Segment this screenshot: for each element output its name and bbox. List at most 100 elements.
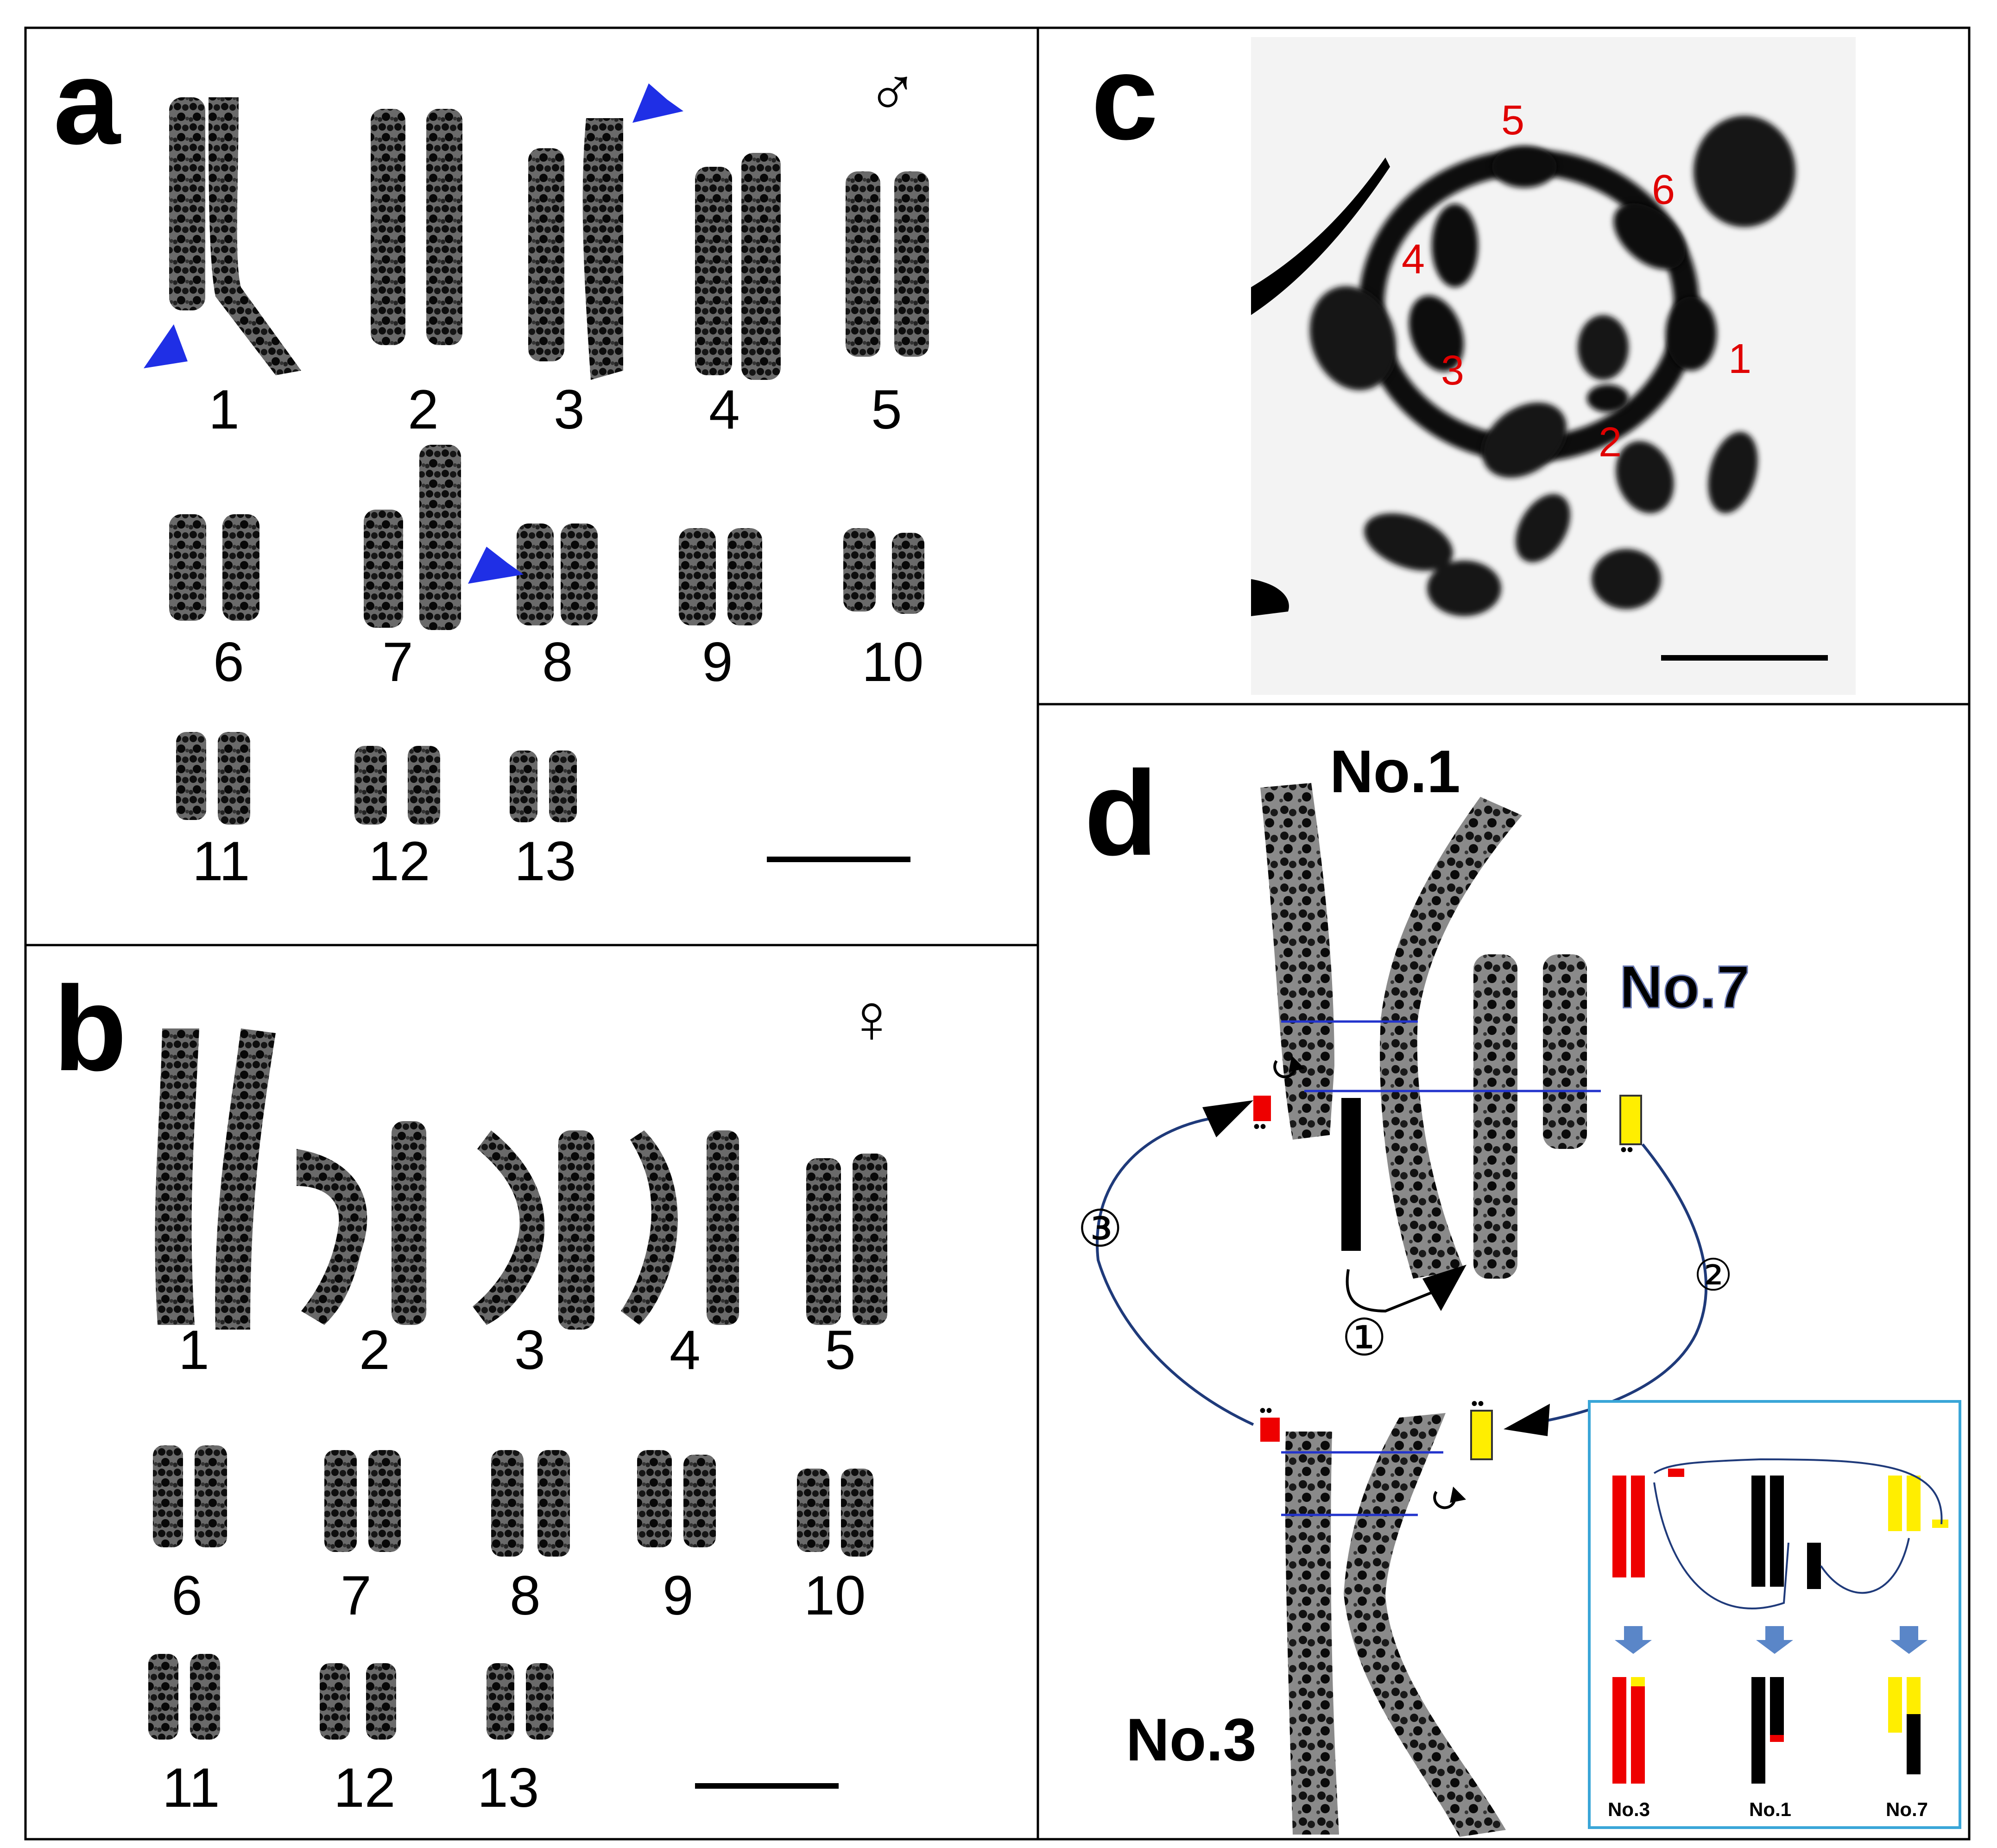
step1-arrow bbox=[1346, 1269, 1433, 1313]
chr1-label: No.1 bbox=[1330, 738, 1460, 805]
chromosome-number: 8 bbox=[542, 631, 573, 693]
yellow-segment bbox=[1470, 1410, 1493, 1460]
chromosome bbox=[190, 1654, 220, 1740]
chromosome bbox=[426, 109, 462, 345]
panel-d-label: d bbox=[1084, 746, 1158, 881]
bivalents bbox=[1309, 116, 1795, 616]
down-arrow-icon bbox=[1756, 1626, 1793, 1654]
panel-a: a ♂ bbox=[53, 35, 929, 892]
ring-position-number: 1 bbox=[1728, 336, 1751, 382]
female-symbol: ♀ bbox=[846, 979, 898, 1057]
chromosome bbox=[491, 1450, 524, 1557]
red-segment bbox=[1260, 1418, 1280, 1442]
ring-position-number: 2 bbox=[1599, 419, 1622, 466]
chromosome-number: 2 bbox=[359, 1319, 390, 1381]
ring-position-number: 6 bbox=[1652, 167, 1675, 213]
panel-a-chromosomes bbox=[169, 97, 929, 825]
chromosome-no7 bbox=[1543, 954, 1587, 1149]
down-arrow-icon bbox=[144, 324, 188, 368]
step-label: ② bbox=[1694, 1251, 1733, 1300]
chromosome bbox=[741, 153, 781, 380]
translocated-segment bbox=[1341, 1098, 1361, 1251]
chromosome-number: 1 bbox=[209, 378, 240, 441]
pointer-arrow-icon bbox=[1422, 1265, 1466, 1311]
chromosome bbox=[218, 732, 250, 825]
male-symbol: ♂ bbox=[866, 53, 919, 131]
marker-dots: •• bbox=[1620, 1140, 1633, 1160]
chromosome-number: 3 bbox=[514, 1319, 545, 1381]
chromosome bbox=[558, 1130, 594, 1330]
pointer-arrow-icon bbox=[1504, 1404, 1550, 1436]
chromosome-number: 9 bbox=[702, 631, 733, 693]
rotation-icon bbox=[1433, 1486, 1466, 1509]
chromosome-number: 13 bbox=[477, 1757, 539, 1819]
chromosome bbox=[846, 171, 880, 357]
inset-label: No.1 bbox=[1749, 1798, 1791, 1820]
chromosome bbox=[195, 1445, 227, 1547]
chromosome-number: 7 bbox=[341, 1564, 372, 1627]
down-arrow-icon bbox=[632, 83, 683, 123]
chromosome-no3 bbox=[1285, 1432, 1339, 1835]
chromosome bbox=[537, 1450, 570, 1557]
chromosome bbox=[209, 97, 301, 375]
chromosome-number: 9 bbox=[663, 1564, 694, 1627]
chromosome bbox=[392, 1121, 426, 1325]
chr7-label: No.7 bbox=[1619, 953, 1750, 1021]
marker-dots: •• bbox=[1253, 1116, 1266, 1137]
chromosome bbox=[683, 1455, 716, 1547]
chromosome-no3 bbox=[1344, 1413, 1506, 1837]
chromosome bbox=[892, 533, 924, 614]
chromosome bbox=[806, 1158, 841, 1325]
chromosome bbox=[517, 523, 554, 625]
chromosome-no7 bbox=[1473, 954, 1517, 1279]
chromosome bbox=[368, 1450, 401, 1552]
chromosome bbox=[320, 1663, 350, 1740]
chromosome bbox=[419, 445, 461, 630]
chromosome bbox=[155, 1028, 199, 1325]
chromosome bbox=[354, 746, 387, 825]
chromosome bbox=[528, 148, 564, 361]
inset-label: No.7 bbox=[1886, 1798, 1928, 1820]
yellow-segment bbox=[1619, 1095, 1642, 1145]
chromosome-no1 bbox=[1380, 797, 1522, 1279]
panel-b-chromosomes bbox=[148, 1028, 887, 1740]
chromosome bbox=[582, 118, 623, 380]
chromosome bbox=[621, 1130, 678, 1325]
chromosome bbox=[153, 1445, 183, 1547]
nucleus-edge bbox=[1251, 579, 1289, 616]
chromosome bbox=[843, 528, 876, 612]
chr3-label: No.3 bbox=[1126, 1706, 1257, 1773]
chromosome bbox=[727, 528, 762, 625]
ring-position-number: 4 bbox=[1402, 236, 1425, 283]
chromosome bbox=[215, 1028, 276, 1330]
panel-b: b ♀ bbox=[53, 962, 898, 1819]
panel-a-label: a bbox=[53, 35, 121, 170]
panel-c-label: c bbox=[1091, 31, 1158, 165]
translocation-inset: No.3 No.1 No.7 bbox=[1588, 1400, 1961, 1829]
panel-b-label: b bbox=[53, 962, 127, 1096]
chromosome-number: 3 bbox=[554, 378, 585, 441]
inset-label: No.3 bbox=[1608, 1798, 1650, 1820]
rotation-icon bbox=[1273, 1055, 1305, 1079]
chromosome bbox=[169, 514, 206, 621]
ring-position-number: 5 bbox=[1501, 97, 1524, 144]
chromosome bbox=[841, 1469, 873, 1557]
ring-thickening bbox=[1409, 146, 1717, 412]
chromosome bbox=[169, 97, 205, 310]
chromosome bbox=[364, 510, 403, 628]
chromosome bbox=[549, 751, 577, 822]
chromosome-number: 6 bbox=[213, 631, 244, 693]
chromosome bbox=[797, 1469, 829, 1552]
pointer-arrow-icon bbox=[1202, 1100, 1253, 1137]
chromosome bbox=[510, 751, 537, 822]
chromosome-number: 5 bbox=[871, 378, 902, 441]
chromosome-number: 11 bbox=[162, 1757, 220, 1819]
chromosome-no1 bbox=[1260, 783, 1334, 1140]
chromosome bbox=[176, 732, 206, 820]
chromosome bbox=[324, 1450, 357, 1552]
step2-curve bbox=[1538, 1143, 1708, 1424]
panel-d: d No.1 No.7 •• •• ① ② bbox=[1077, 738, 1961, 1837]
chromosome bbox=[561, 523, 598, 625]
step-label: ③ bbox=[1077, 1200, 1123, 1257]
